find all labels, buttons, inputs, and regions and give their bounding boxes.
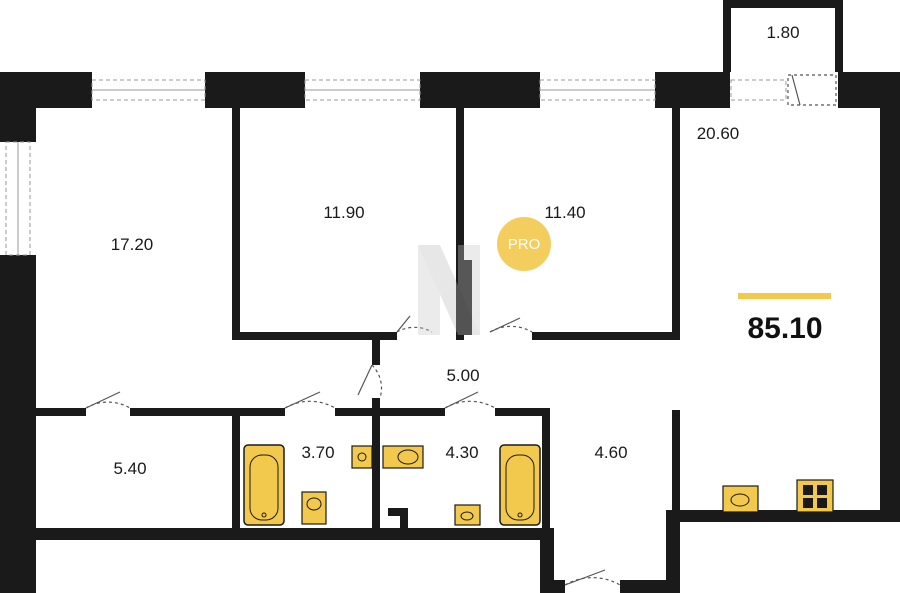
toilet-wc [382,445,424,469]
total-area-accent-bar [738,293,831,299]
entrance-area: 4.60 [594,443,627,462]
watermark-logo [418,245,480,335]
sink-wc [454,504,481,526]
toilet-bathroom [301,491,327,525]
total-area: 85.10 [747,312,822,345]
wc-bath-area: 4.30 [445,443,478,462]
bedroom-left-area: 17.20 [111,235,154,254]
bedroom-middle-area: 11.90 [323,203,364,222]
hall-area: 5.00 [446,366,479,385]
kitchen-sink [722,485,759,513]
svg-text:PRO: PRO [508,236,541,253]
bathtub-left [243,444,285,526]
sink-bathroom [351,445,373,469]
stove [796,479,834,513]
balcony-area: 1.80 [766,23,799,42]
storage-area: 5.40 [113,459,146,478]
pro-badge: PRO [497,217,551,271]
interior-walls [36,105,680,533]
doors [85,74,837,586]
bathroom-area: 3.70 [301,443,334,462]
kitchen-living-area: 20.60 [697,124,740,143]
windows [5,79,787,256]
bedroom-right-area: 11.40 [544,203,585,222]
bathtub-right [499,444,541,526]
